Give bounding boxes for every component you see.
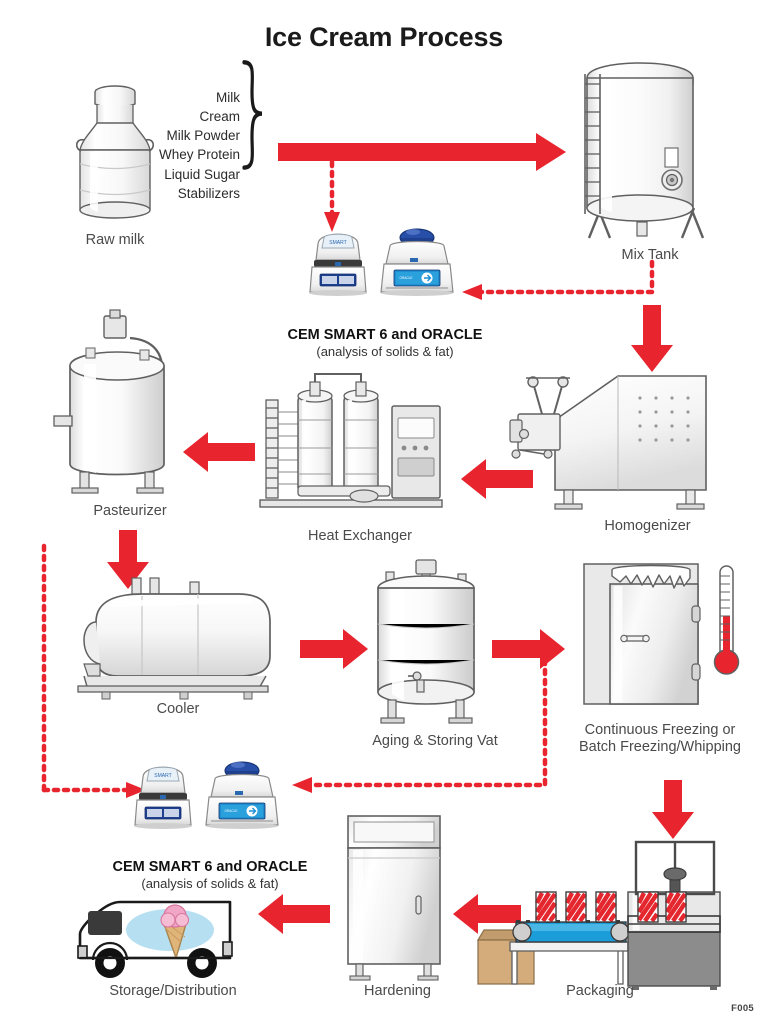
ingredient-item-liquid-sugar: Liquid Sugar (164, 166, 240, 182)
carton-icon (534, 891, 557, 923)
caption-storage-distribution: Storage/Distribution (109, 983, 237, 999)
footer-code: F005 (731, 1003, 754, 1014)
caption-raw-milk: Raw milk (85, 232, 145, 248)
carton-icon (594, 891, 617, 923)
arrow-pasteurizer-to-cooler (107, 530, 149, 589)
caption-cooler: Cooler (156, 701, 200, 717)
arrow-packaging-to-hardening (453, 894, 521, 934)
arrow-cooler-to-agingvat (300, 629, 368, 669)
cem-instruments-bottom-icon: SMART ORACLE (134, 761, 279, 829)
instrument-bottom-label: CEM SMART 6 and ORACLE (112, 859, 308, 876)
arrow-hardening-to-storage (258, 894, 330, 934)
packaging-line-icon (476, 840, 721, 990)
caption-freezing: Continuous Freezing or Batch Freezing/Wh… (579, 722, 741, 756)
ice-cream-cone-icon (160, 904, 190, 959)
ingredient-item-cream: Cream (199, 109, 240, 125)
caption-pasteurizer: Pasteurizer (93, 503, 167, 519)
arrow-agingvat-to-instrument-bottom (292, 657, 548, 793)
caption-aging-storing-vat: Aging & Storing Vat (372, 733, 498, 749)
caption-packaging: Packaging (566, 983, 634, 999)
arrow-homogenizer-to-heatexchanger (461, 459, 533, 499)
heat-exchanger-icon (259, 373, 443, 508)
caption-instruments-bottom: CEM SMART 6 and ORACLE (analysis of soli… (90, 842, 330, 909)
caption-mix-tank: Mix Tank (621, 247, 679, 263)
arrow-sample-to-instrument-top (324, 149, 340, 232)
cooler-icon (77, 577, 271, 700)
homogenizer-icon (509, 375, 707, 510)
arrow-mixtank-to-homogenizer (631, 305, 673, 372)
instrument-top-label: CEM SMART 6 and ORACLE (287, 327, 483, 344)
ingredient-item-whey-protein: Whey Protein (158, 147, 240, 163)
svg-text:ORACLE: ORACLE (399, 276, 412, 280)
pasteurizer-icon (53, 309, 165, 494)
arrow-heatexchanger-to-pasteurizer (183, 432, 255, 472)
instrument-bottom-sublabel: (analysis of solids & fat) (141, 876, 279, 892)
carton-icon (664, 891, 687, 923)
raw-milk-can-icon (75, 85, 155, 219)
caption-heat-exchanger: Heat Exchanger (308, 528, 412, 544)
svg-text:SMART: SMART (329, 240, 346, 246)
svg-text:ORACLE: ORACLE (224, 809, 237, 813)
ingredient-item-milk-powder: Milk Powder (166, 128, 240, 144)
caption-instruments-top: CEM SMART 6 and ORACLE (analysis of soli… (265, 310, 505, 377)
freezing-unit-icon (583, 563, 740, 705)
ingredient-item-stabilizers: Stabilizers (177, 185, 240, 201)
delivery-truck-icon (77, 900, 233, 978)
carton-icon (636, 891, 659, 923)
carton-icon (564, 891, 587, 923)
ingredient-brace (242, 60, 263, 170)
ingredient-item-milk: Milk (216, 90, 240, 105)
arrow-ingredients-to-mixtank (278, 133, 566, 171)
ingredient-list: Milk Cream Milk Powder Whey Protein Liqu… (130, 88, 240, 203)
arrow-instrument-bottom-to-pasteurizer (41, 542, 146, 798)
thermometer-icon (713, 565, 740, 675)
hardening-cabinet-icon (347, 815, 441, 981)
cem-instruments-top-icon: SMART ORACLE (309, 228, 454, 296)
caption-homogenizer: Homogenizer (604, 518, 691, 534)
aging-storing-vat-icon (377, 559, 475, 724)
page-title: Ice Cream Process (264, 22, 504, 52)
svg-text:SMART: SMART (154, 773, 171, 779)
caption-hardening: Hardening (364, 983, 431, 999)
mix-tank-icon (584, 62, 705, 239)
arrow-mixtank-to-instrument-top (462, 259, 655, 300)
arrow-freezing-to-packaging (652, 780, 694, 839)
instrument-top-sublabel: (analysis of solids & fat) (316, 344, 454, 360)
arrow-agingvat-to-freezing (492, 629, 565, 669)
